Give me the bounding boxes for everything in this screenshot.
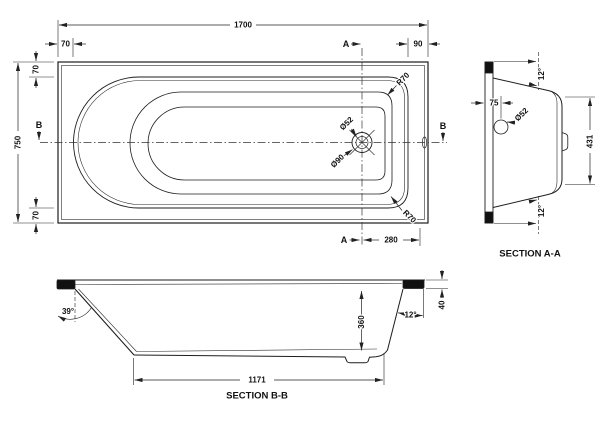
dim-label-70-top: 70 <box>32 65 41 74</box>
waste-diameter-callout: Ø90 <box>328 149 353 171</box>
label-dia90-plan: Ø90 <box>329 152 346 169</box>
section-marker-b-left: B <box>35 119 44 140</box>
aa-drain-recess <box>561 132 569 152</box>
aa-rim-cut-bottom <box>484 211 494 224</box>
dim-label-70-bottom: 70 <box>32 211 41 220</box>
section-aa-title: SECTION A-A <box>499 249 561 260</box>
label-dia52-plan: Ø52 <box>338 115 355 132</box>
aa-rim-cut-top <box>484 61 494 74</box>
dim-overall-length: 1700 <box>57 19 429 57</box>
aa-base-width: 431 <box>565 96 596 185</box>
dim-overall-width: 750 <box>12 61 54 224</box>
bb-head-wall-inner <box>78 288 137 352</box>
label-dia52-aa: Ø52 <box>513 106 530 123</box>
label-a-bottom: A <box>341 235 348 245</box>
dim-top-rim: 70 <box>29 51 54 88</box>
drain-symbol <box>349 129 375 156</box>
label-b-left: B <box>36 120 43 130</box>
dim-label-360: 360 <box>357 315 366 329</box>
bb-rim-cut-right <box>402 279 425 289</box>
aa-angle-bottom: 12° <box>494 196 547 234</box>
bb-rim-cut-left <box>56 279 76 290</box>
dim-drain-offset: 280 <box>363 228 421 246</box>
bb-rim-height: 40 <box>426 270 448 311</box>
dim-label-40: 40 <box>438 300 447 309</box>
bb-head-angle: 39° <box>57 291 92 322</box>
dim-label-1171: 1171 <box>248 376 266 385</box>
tub-wall-contour <box>129 91 393 195</box>
bb-floor-inner-line <box>136 348 378 352</box>
overflow-marker <box>421 136 428 149</box>
bb-base-length: 1171 <box>133 353 385 386</box>
dim-right-rim: 90 <box>396 38 440 57</box>
dim-label-280: 280 <box>384 236 398 245</box>
section-aa-view: 12° 12° 75 Ø52 431 SE <box>471 52 596 261</box>
bb-rim-inner-line <box>74 283 403 285</box>
drain-diameter-callout: Ø52 <box>337 113 357 137</box>
dim-label-75: 75 <box>490 99 499 108</box>
aa-overflow-hole <box>493 119 509 135</box>
section-marker-b-right: B <box>439 120 448 141</box>
dim-bottom-rim: 70 <box>29 197 54 234</box>
section-marker-a-top: A <box>342 38 361 50</box>
aa-rim-flange <box>484 61 494 224</box>
aa-angle-top: 12° <box>494 52 547 90</box>
radius-callout-top: R70 <box>387 69 413 96</box>
dim-label-431: 431 <box>586 134 595 148</box>
section-marker-a-bottom: A <box>340 234 360 246</box>
section-bb-title: SECTION B-B <box>226 391 288 402</box>
bb-head-wall <box>74 288 135 356</box>
dim-label-1700: 1700 <box>234 21 252 30</box>
label-12deg-aa-bottom: 12° <box>537 205 546 217</box>
bb-floor-profile <box>133 288 404 364</box>
dim-label-750: 750 <box>14 135 23 149</box>
dim-label-90: 90 <box>414 40 423 49</box>
section-bb-view: 39° 360 12° 40 1171 <box>56 270 448 403</box>
aa-inner-surface-line <box>551 91 558 194</box>
label-a-top: A <box>343 39 350 49</box>
aa-body-profile <box>492 77 563 208</box>
label-12deg-bb: 12° <box>404 311 416 320</box>
label-12deg-aa-top: 12° <box>537 68 546 80</box>
tub-rim-opening-inner-line <box>77 80 405 205</box>
dim-label-70-left: 70 <box>61 40 70 49</box>
tub-rim-opening <box>73 76 409 209</box>
plan-view: 1700 70 A 90 750 <box>12 19 448 247</box>
dim-left-rim: 70 <box>45 38 86 57</box>
aa-overflow-offset: 75 <box>471 96 513 119</box>
label-b-right: B <box>440 121 447 131</box>
label-r70-top: R70 <box>395 70 412 87</box>
tub-floor-contour <box>147 106 386 181</box>
bb-foot-angle: 12° <box>397 289 424 321</box>
bb-depth: 360 <box>356 291 367 351</box>
label-39deg: 39° <box>62 307 74 316</box>
aa-overflow-diameter-callout: Ø52 <box>506 104 532 125</box>
